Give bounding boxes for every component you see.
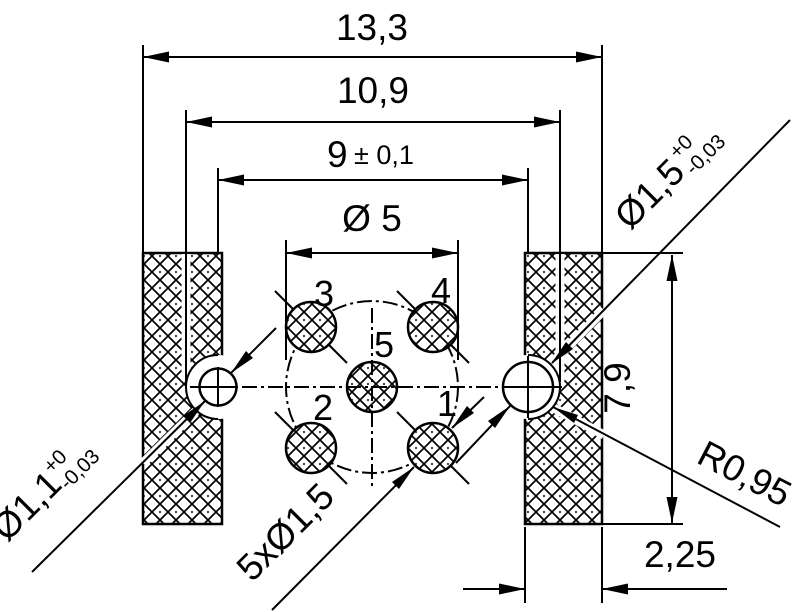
dim-overall-width-label: 13,3 [336, 7, 408, 48]
dim-pitch-tolerance-label: ± 0,1 [354, 140, 414, 170]
dimension-arrowheads [143, 51, 678, 595]
hole-strike-ticks [274, 290, 470, 485]
dim-holes-callout-label: 5xØ1,5 [229, 475, 342, 588]
hole-5-label: 5 [374, 324, 394, 365]
dim-pitch-main-label: 9 [327, 134, 348, 175]
dim-pad-radius-label: R0,95 [691, 433, 798, 515]
dim-bolt-circle-label: Ø 5 [342, 198, 402, 239]
dim-pad-radius-text: R0,95 [691, 433, 798, 515]
hole-2-label: 2 [313, 387, 333, 428]
dimension-lines [143, 56, 727, 590]
dim-pad-left-label: Ø1,1 +0 -0,03 [0, 445, 104, 549]
left-pad-ring-arc [185, 354, 219, 420]
pad-crosshairs [198, 356, 552, 418]
hole-4-label: 4 [431, 270, 451, 311]
dim-pad-right-value: Ø1,5 [607, 151, 693, 237]
hole-1-label: 1 [437, 383, 457, 424]
hole-1 [406, 421, 460, 475]
hole-pattern [274, 290, 470, 485]
dim-pitch-label: 9 ± 0,1 [327, 134, 414, 175]
hole-3-label: 3 [314, 273, 334, 314]
hole-2 [284, 421, 338, 475]
extension-lines [142, 45, 683, 603]
dim-pads-outer-width-label: 10,9 [337, 70, 409, 111]
dim-pad-right-label: Ø1,5 +0 -0,03 [607, 130, 731, 237]
dim-holes-callout-text: 5xØ1,5 [229, 475, 342, 588]
dim-height-label: 7,9 [597, 362, 638, 413]
dim-bar-width-label: 2,25 [644, 534, 716, 575]
